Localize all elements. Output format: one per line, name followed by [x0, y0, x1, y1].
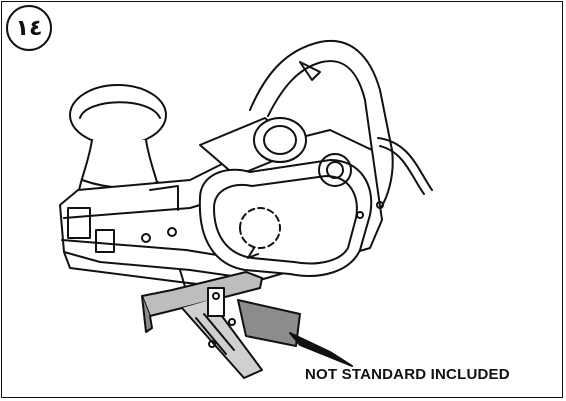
front-knob-icon	[69, 84, 167, 197]
power-cord-icon	[377, 137, 433, 195]
accessory-callout-label: NOT STANDARD INCLUDED	[305, 366, 510, 383]
belt-cover-icon	[198, 153, 384, 277]
callout-arrow-icon	[289, 332, 353, 367]
step-number-badge: ١٤	[6, 5, 52, 51]
parallel-guide-icon	[141, 271, 301, 379]
dust-outlet-icon	[199, 117, 307, 177]
handle-icon	[249, 39, 394, 216]
